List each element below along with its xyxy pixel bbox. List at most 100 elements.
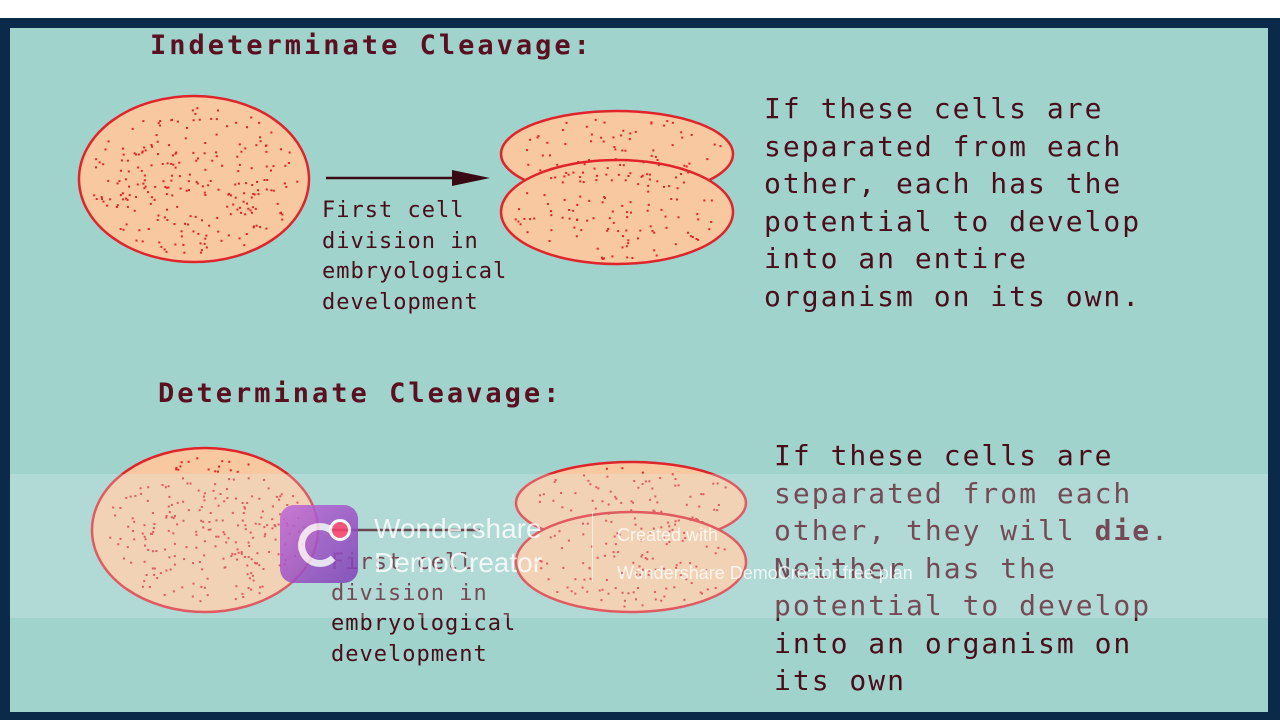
description-line: potential to develop — [774, 589, 1152, 622]
speckle — [632, 561, 635, 564]
speckle — [622, 164, 625, 167]
speckle — [117, 543, 120, 546]
speckle — [276, 202, 279, 205]
speckle — [625, 245, 628, 248]
speckle — [605, 467, 608, 470]
speckle — [586, 590, 589, 593]
speckle — [234, 196, 237, 199]
speckle — [563, 175, 566, 178]
speckle — [648, 178, 651, 181]
speckle — [642, 161, 645, 164]
speckle — [127, 170, 130, 173]
speckle — [222, 531, 225, 534]
speckle — [228, 192, 231, 195]
speckle — [656, 180, 659, 183]
speckle — [197, 232, 200, 235]
speckle — [189, 215, 192, 218]
caption-line: development — [331, 641, 488, 667]
speckle — [679, 574, 682, 577]
speckle — [176, 523, 179, 526]
speckle — [630, 211, 632, 214]
speckle — [155, 550, 158, 552]
speckle — [140, 492, 143, 495]
speckle — [581, 586, 584, 589]
speckle — [171, 174, 173, 177]
speckle — [596, 556, 599, 559]
speckle — [272, 165, 275, 168]
speckle — [225, 541, 228, 544]
speckle — [276, 495, 278, 498]
speckle — [590, 133, 593, 136]
speckle — [129, 495, 132, 498]
speckle — [142, 120, 145, 123]
cell-speckles — [514, 118, 722, 260]
speckle — [526, 149, 529, 152]
description-line: If these cells are — [774, 439, 1114, 472]
speckle — [641, 483, 644, 485]
speckle — [603, 121, 606, 124]
speckle — [639, 573, 642, 576]
speckle — [250, 558, 253, 561]
speckle — [171, 503, 173, 506]
speckle — [159, 572, 162, 575]
speckle — [208, 521, 211, 523]
speckle — [157, 121, 160, 124]
speckle — [567, 539, 570, 542]
speckle — [280, 493, 283, 496]
speckle — [579, 176, 582, 178]
speckle — [202, 520, 205, 523]
speckle — [637, 237, 639, 240]
speckle — [235, 121, 238, 124]
speckle — [170, 162, 173, 165]
speckle — [229, 213, 232, 216]
speckle — [122, 147, 124, 150]
speckle — [717, 546, 720, 549]
speckle — [560, 492, 562, 494]
speckle — [724, 486, 727, 489]
speckle — [243, 506, 246, 509]
speckle — [626, 256, 629, 259]
speckle — [676, 198, 678, 201]
speckle — [561, 129, 564, 131]
speckle — [204, 168, 207, 171]
indeterminate-arrowhead — [452, 170, 490, 186]
speckle — [612, 136, 615, 139]
speckle — [234, 183, 237, 186]
speckle — [634, 130, 637, 133]
speckle — [641, 174, 644, 177]
speckle — [252, 536, 255, 539]
speckle — [265, 188, 268, 191]
speckle — [204, 142, 207, 144]
description-line: If these cells are — [764, 92, 1104, 125]
speckle — [125, 197, 127, 200]
speckle — [172, 532, 175, 535]
speckle — [180, 461, 183, 464]
speckle — [172, 154, 174, 157]
speckle — [667, 521, 670, 524]
speckle — [147, 191, 149, 194]
speckle — [271, 518, 274, 521]
speckle — [640, 175, 643, 178]
speckle — [151, 145, 153, 148]
speckle — [271, 505, 274, 508]
speckle — [587, 479, 590, 482]
speckle — [116, 182, 119, 185]
speckle — [249, 577, 251, 580]
speckle — [616, 532, 619, 535]
speckle — [556, 591, 559, 593]
speckle — [215, 151, 218, 154]
speckle — [237, 551, 240, 554]
speckle — [101, 197, 103, 200]
speckle — [226, 205, 229, 208]
speckle — [540, 560, 543, 563]
speckle — [676, 187, 679, 190]
speckle — [253, 193, 256, 196]
speckle — [630, 500, 633, 503]
speckle — [603, 196, 606, 198]
speckle — [238, 163, 241, 166]
speckle — [527, 163, 530, 166]
speckle — [244, 147, 247, 150]
speckle — [258, 121, 261, 124]
speckle — [626, 211, 628, 214]
speckle — [572, 209, 575, 212]
